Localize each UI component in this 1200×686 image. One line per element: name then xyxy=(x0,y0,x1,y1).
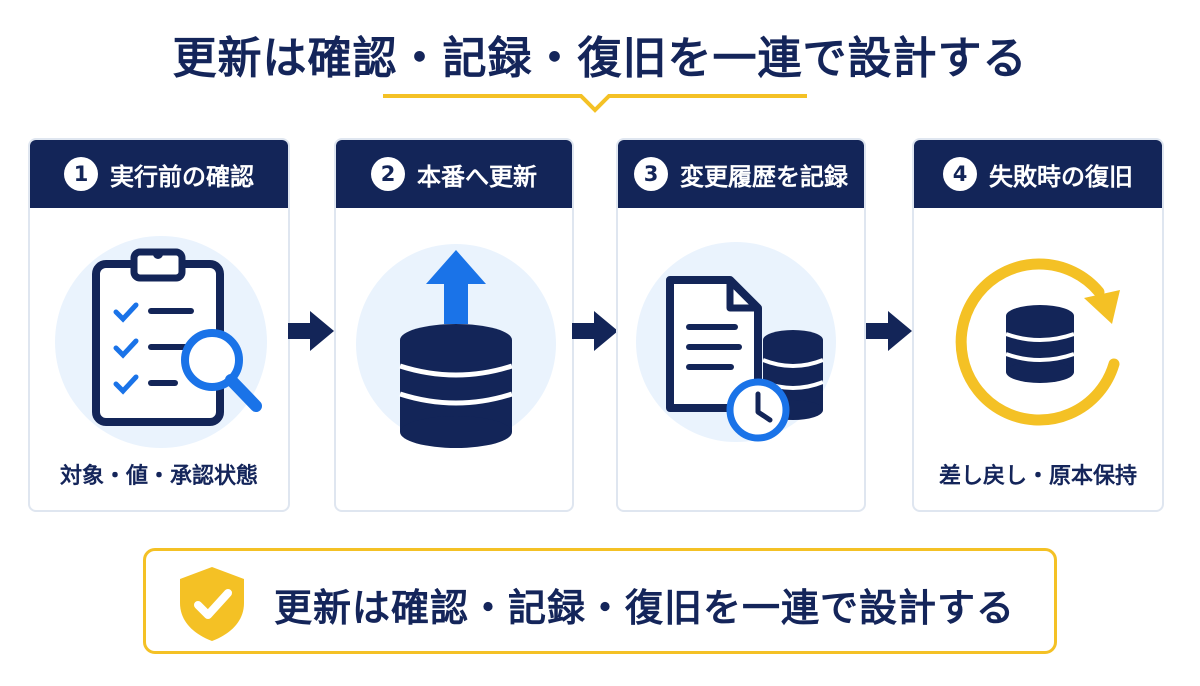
arrow-right-icon xyxy=(288,311,334,351)
step-card-4: 4 失敗時の復旧 差し戻し・原本保持 xyxy=(912,138,1164,512)
step-number-3: 3 xyxy=(634,157,668,191)
step-card-3: 3 変更履歴を記録 xyxy=(616,138,866,512)
step-number-2: 2 xyxy=(371,157,405,191)
step-label-4: 失敗時の復旧 xyxy=(989,162,1133,191)
step-header-1: 1 実行前の確認 xyxy=(30,140,288,208)
database-restore-icon xyxy=(955,258,1120,426)
step-card-1: 1 実行前の確認 対象・値・承認状態 xyxy=(28,138,290,512)
database-upload-icon xyxy=(356,244,556,448)
shield-check-icon xyxy=(180,567,244,641)
step-number-4: 4 xyxy=(943,157,977,191)
step-header-2: 2 本番へ更新 xyxy=(336,140,572,208)
step-header-4: 4 失敗時の復旧 xyxy=(914,140,1162,208)
page-title: 更新は確認・記録・復旧を一連で設計する xyxy=(172,33,1028,84)
banner-text: 更新は確認・記録・復旧を一連で設計する xyxy=(274,586,1016,630)
step-label-3: 変更履歴を記録 xyxy=(680,162,848,191)
step-header-3: 3 変更履歴を記録 xyxy=(618,140,864,208)
title-underline xyxy=(383,94,807,113)
step-card-2: 2 本番へ更新 xyxy=(334,138,574,512)
summary-banner: 更新は確認・記録・復旧を一連で設計する xyxy=(143,548,1057,654)
step-number-1: 1 xyxy=(64,157,98,191)
document-clock-icon xyxy=(636,242,836,442)
step-caption-4: 差し戻し・原本保持 xyxy=(938,464,1137,489)
step-label-2: 本番へ更新 xyxy=(417,162,537,191)
step-label-1: 実行前の確認 xyxy=(110,162,254,191)
clipboard-magnifier-icon xyxy=(55,236,267,448)
arrow-right-icon xyxy=(572,311,618,351)
arrow-right-icon xyxy=(866,311,912,351)
step-caption-1: 対象・値・承認状態 xyxy=(59,464,258,489)
